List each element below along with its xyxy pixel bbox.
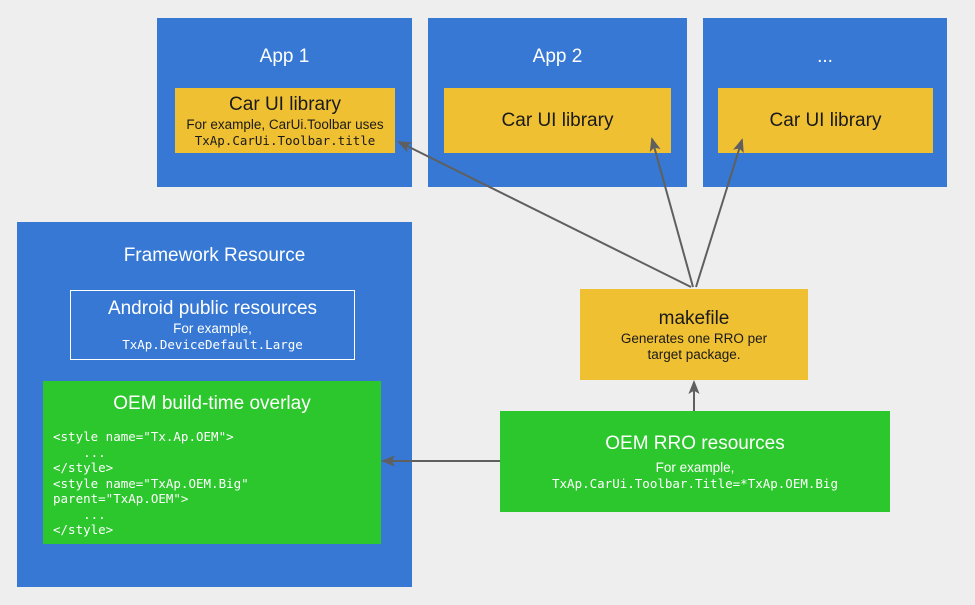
app-3-car-ui-library-card: Car UI library bbox=[718, 88, 933, 153]
app-1-card-title: Car UI library bbox=[229, 93, 341, 115]
app-2-title: App 2 bbox=[532, 46, 583, 67]
android-public-resources-box: Android public resources For example, Tx… bbox=[70, 290, 355, 360]
oem-build-time-overlay-code: <style name="Tx.Ap.OEM"> ... </style> <s… bbox=[53, 429, 249, 537]
makefile-title: makefile bbox=[658, 307, 730, 329]
app-2-card-title: Car UI library bbox=[501, 109, 614, 131]
android-public-resources-subtitle: For example, bbox=[173, 321, 252, 336]
oem-rro-resources-content: OEM RRO resources For example, TxAp.CarU… bbox=[500, 432, 890, 492]
oem-rro-resources-code: TxAp.CarUi.Toolbar.Title=*TxAp.OEM.Big bbox=[552, 475, 838, 491]
oem-rro-resources-subtitle: For example, bbox=[655, 459, 735, 475]
app-1-card-subtitle: For example, CarUi.Toolbar uses bbox=[186, 116, 384, 132]
app-3-title: ... bbox=[817, 46, 833, 67]
android-public-resources-code: TxAp.DeviceDefault.Large bbox=[122, 337, 303, 352]
app-1-card-content: Car UI library For example, CarUi.Toolba… bbox=[175, 93, 395, 149]
android-public-resources-title: Android public resources bbox=[107, 298, 318, 319]
oem-rro-resources-box: OEM RRO resources For example, TxAp.CarU… bbox=[500, 411, 890, 512]
framework-resource-container: Framework Resource Android public resour… bbox=[17, 222, 412, 587]
app-1-title: App 1 bbox=[259, 46, 310, 67]
oem-build-time-overlay-box: OEM build-time overlay <style name="Tx.A… bbox=[43, 381, 381, 544]
oem-rro-resources-title: OEM RRO resources bbox=[605, 432, 785, 454]
oem-build-time-overlay-title: OEM build-time overlay bbox=[113, 393, 311, 414]
app-container-3: ... Car UI library bbox=[703, 18, 947, 187]
app-3-card-content: Car UI library bbox=[718, 109, 933, 133]
android-public-resources-content: Android public resources For example, Tx… bbox=[71, 297, 354, 353]
app-2-card-content: Car UI library bbox=[444, 109, 671, 133]
makefile-box: makefile Generates one RRO per target pa… bbox=[580, 289, 808, 380]
app-container-1: App 1 Car UI library For example, CarUi.… bbox=[157, 18, 412, 187]
app-1-car-ui-library-card: Car UI library For example, CarUi.Toolba… bbox=[175, 88, 395, 153]
makefile-subtitle: Generates one RRO per target package. bbox=[620, 330, 768, 362]
app-container-2: App 2 Car UI library bbox=[428, 18, 687, 187]
app-3-card-title: Car UI library bbox=[769, 109, 882, 131]
framework-resource-title: Framework Resource bbox=[123, 245, 306, 266]
app-1-card-code: TxAp.CarUi.Toolbar.title bbox=[194, 132, 376, 148]
app-2-car-ui-library-card: Car UI library bbox=[444, 88, 671, 153]
makefile-content: makefile Generates one RRO per target pa… bbox=[580, 307, 808, 363]
